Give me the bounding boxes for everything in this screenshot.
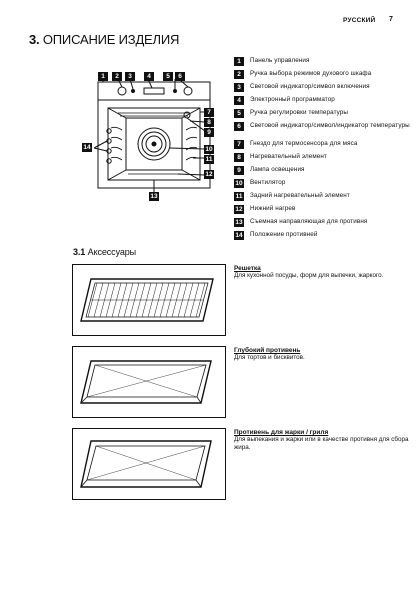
legend-number: 3 <box>234 83 244 92</box>
section-number: 3. <box>29 32 40 47</box>
accessory-name: Противень для жарки / гриля <box>234 429 329 436</box>
legend-text: Ручка регулировки температуры <box>250 109 349 116</box>
legend-text: Электронный программатор <box>250 96 335 103</box>
temperature-knob-shape <box>183 86 193 96</box>
legend-number: 1 <box>234 57 244 66</box>
callout-3: 3 <box>125 72 135 81</box>
legend-item: 11 Задний нагревательный элемент <box>234 192 410 205</box>
legend-number: 4 <box>234 96 244 105</box>
legend-item: 4 Электронный программатор <box>234 96 410 109</box>
accessory-image-grill-pan <box>72 428 226 500</box>
deep-tray-illustration <box>80 360 212 404</box>
accessory-image-deep-tray <box>72 346 226 418</box>
legend-text: Съемная направляющая для противня <box>250 218 368 225</box>
legend-text: Нижний нагрев <box>250 205 296 212</box>
legend-list: 1 Панель управления 2 Ручка выбора режимов… <box>234 57 410 244</box>
legend-text: Гнездо для термосенсора для мяса <box>250 140 358 147</box>
legend-number: 13 <box>234 218 244 227</box>
accessory-description: Для кухонной посуды, форм для выпечки, ж… <box>234 272 384 279</box>
callout-1: 1 <box>98 72 108 81</box>
accessory-name: Глубокий противень <box>234 347 301 354</box>
legend-item: 7 Гнездо для термосенсора для мяса <box>234 140 410 153</box>
legend-text: Задний нагревательный элемент <box>250 192 350 199</box>
legend-number: 2 <box>234 70 244 79</box>
mode-knob-shape <box>117 86 127 96</box>
legend-text: Световой индикатор/символ включения <box>250 83 370 90</box>
oven-diagram <box>93 78 211 192</box>
section-title-text: ОПИСАНИЕ ИЗДЕЛИЯ <box>42 32 180 47</box>
callout-12: 12 <box>204 170 214 179</box>
callout-4: 4 <box>144 72 154 81</box>
callout-7: 7 <box>204 108 214 117</box>
subsection-title-text: Аксессуары <box>87 247 137 257</box>
legend-item: 9 Лампа освещения <box>234 166 410 179</box>
legend-item: 13 Съемная направляющая для противня <box>234 218 410 231</box>
callout-9: 9 <box>204 128 214 137</box>
accessory-grid: Решетка Для кухонной посуды, форм для вы… <box>234 265 410 280</box>
callout-6: 6 <box>175 72 185 81</box>
accessory-grill-pan: Противень для жарки / гриля Для выпекани… <box>234 429 410 452</box>
legend-number: 6 <box>234 122 244 131</box>
legend-item: 6 Световой индикатор/символ/индикатор тем… <box>234 122 410 140</box>
wire-shelf-illustration <box>80 278 214 322</box>
legend-number: 7 <box>234 140 244 149</box>
legend-number: 10 <box>234 179 244 188</box>
legend-item: 10 Вентилятор <box>234 179 410 192</box>
legend-item: 3 Световой индикатор/символ включения <box>234 83 410 96</box>
legend-item: 1 Панель управления <box>234 57 410 70</box>
callout-2: 2 <box>112 72 122 81</box>
subsection-title: 3.1 Аксессуары <box>73 247 136 257</box>
legend-item: 8 Нагревательный элемент <box>234 153 410 166</box>
legend-item: 2 Ручка выбора режимов духового шкафа <box>234 70 410 83</box>
accessory-deep-tray: Глубокий противень Для тортов и бисквито… <box>234 347 410 362</box>
accessory-image-grid <box>72 264 226 336</box>
subsection-number: 3.1 <box>73 247 86 257</box>
grill-pan-illustration <box>80 440 212 488</box>
legend-number: 5 <box>234 109 244 118</box>
callout-10: 10 <box>204 145 214 154</box>
legend-number: 9 <box>234 166 244 175</box>
legend-text: Положение противней <box>250 231 318 238</box>
legend-text: Нагревательный элемент <box>250 153 327 160</box>
legend-text: Панель управления <box>250 57 310 64</box>
callout-14: 14 <box>82 143 92 152</box>
accessory-description: Для выпекания и жарки или в качестве про… <box>234 436 409 451</box>
accessory-name: Решетка <box>234 265 261 272</box>
header-language: РУССКИЙ <box>343 17 376 24</box>
programmer-display-shape <box>143 87 165 95</box>
page-number: 7 <box>389 16 393 23</box>
fan-shape <box>137 127 171 161</box>
legend-number: 8 <box>234 153 244 162</box>
callout-11: 11 <box>204 155 214 164</box>
callout-5: 5 <box>163 72 173 81</box>
section-title: 3. ОПИСАНИЕ ИЗДЕЛИЯ <box>29 32 179 47</box>
control-panel-shape <box>97 81 211 101</box>
legend-number: 14 <box>234 231 244 240</box>
legend-text: Ручка выбора режимов духового шкафа <box>250 70 372 77</box>
legend-item: 5 Ручка регулировки температуры <box>234 109 410 122</box>
legend-item: 12 Нижний нагрев <box>234 205 410 218</box>
accessory-description: Для тортов и бисквитов. <box>234 354 305 361</box>
callout-8: 8 <box>204 118 214 127</box>
legend-number: 12 <box>234 205 244 214</box>
legend-text: Вентилятор <box>250 179 286 186</box>
legend-text: Световой индикатор/символ/индикатор темп… <box>250 122 410 129</box>
legend-number: 11 <box>234 192 244 201</box>
legend-text: Лампа освещения <box>250 166 305 173</box>
legend-item: 14 Положение противней <box>234 231 410 244</box>
callout-13: 13 <box>149 192 159 201</box>
